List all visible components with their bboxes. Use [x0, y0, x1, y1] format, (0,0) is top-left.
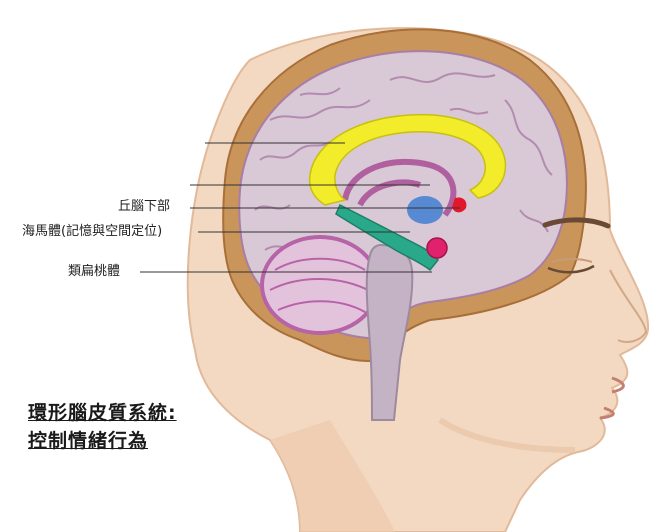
thalamus: [407, 196, 443, 224]
title-line1: 環形腦皮質系統:: [28, 398, 177, 425]
title-line2: 控制情緒行為: [28, 426, 148, 453]
label-hippocampus: 海馬體(記憶與空間定位): [22, 224, 162, 240]
label-amygdala: 類扁桃體: [68, 264, 120, 280]
amygdala: [427, 238, 447, 258]
label-hypothalamus: 丘腦下部: [118, 199, 170, 215]
